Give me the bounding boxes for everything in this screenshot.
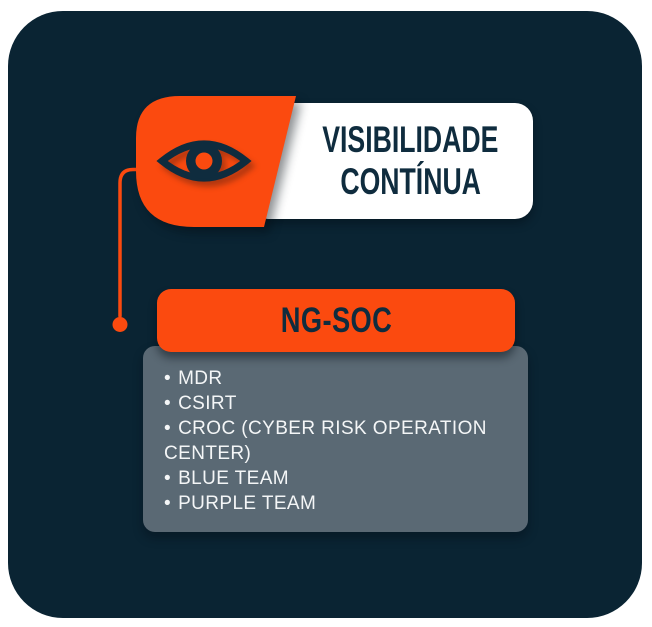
list-item: • CSIRT	[164, 391, 510, 416]
bullet-icon: •	[164, 418, 172, 439]
title-line-2: CONTÍNUA	[340, 161, 481, 202]
list-item: • MDR	[164, 366, 510, 391]
list-item: • BLUE TEAM	[164, 466, 510, 491]
list-item-label: MDR	[178, 368, 223, 389]
ngsoc-banner: NG-SOC	[157, 289, 515, 352]
service-list: •MDR•CSIRT•CROC (CYBER RISK OPERATION CE…	[164, 366, 510, 516]
eye-icon	[156, 140, 252, 182]
list-item-label: CSIRT	[178, 393, 237, 414]
list-item: • PURPLE TEAM	[164, 491, 510, 516]
bullet-icon: •	[164, 493, 172, 514]
eye-blob	[136, 96, 296, 227]
services-panel: •MDR•CSIRT•CROC (CYBER RISK OPERATION CE…	[143, 346, 528, 532]
list-item-label: PURPLE TEAM	[178, 493, 317, 514]
bullet-icon: •	[164, 468, 172, 489]
title-line-1: VISIBILIDADE	[322, 119, 499, 160]
title-card: VISIBILIDADE CONTÍNUA	[250, 103, 533, 219]
bullet-icon: •	[164, 368, 172, 389]
list-item-label: CROC (CYBER RISK OPERATION CENTER)	[164, 418, 487, 464]
bullet-icon: •	[164, 393, 172, 414]
list-item: •CROC (CYBER RISK OPERATION CENTER)	[164, 416, 510, 466]
ngsoc-label: NG-SOC	[280, 300, 392, 340]
list-item-label: BLUE TEAM	[178, 468, 290, 489]
